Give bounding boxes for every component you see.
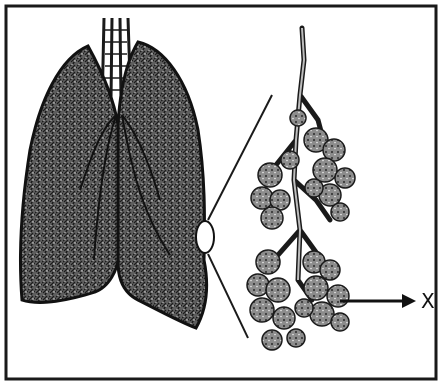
left-lung xyxy=(20,46,120,302)
zoom-line-bottom xyxy=(208,254,248,338)
lungs-icon xyxy=(20,18,214,328)
right-lung xyxy=(118,42,207,328)
alveoli-cluster-icon xyxy=(247,28,355,350)
highlight-circle xyxy=(196,221,214,253)
alveoli-upper-cluster xyxy=(251,110,355,229)
callout-label-x: X xyxy=(421,291,435,311)
arrow-right-icon xyxy=(340,294,416,308)
